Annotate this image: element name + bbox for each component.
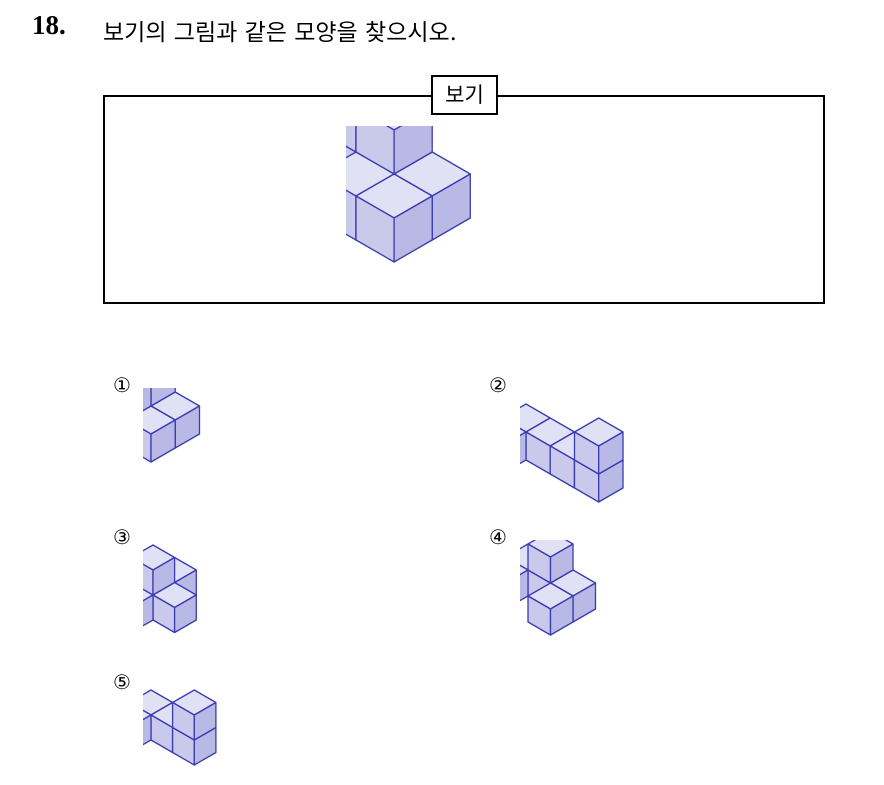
cube-right-face (173, 594, 197, 634)
question-number: 18. (32, 10, 66, 40)
cube-right-face (393, 126, 433, 175)
cube-left-face (346, 126, 357, 153)
cube-right-face (520, 431, 527, 465)
bogi-figure (346, 126, 471, 263)
cube-right-face (143, 714, 152, 746)
cube-right-face (150, 388, 176, 407)
cube-right-face (193, 701, 217, 741)
option-1-figure[interactable] (143, 388, 278, 488)
cube-right-face (549, 595, 574, 636)
bogi-label: 보기 (431, 75, 498, 115)
option-4-label: ④ (489, 525, 507, 549)
option-3-figure[interactable] (143, 540, 283, 645)
question-text: 보기의 그림과 같은 모양을 찾으시오. (103, 20, 457, 46)
cube-top-face (520, 564, 529, 576)
cube-top-face (143, 709, 152, 721)
cube-right-face (150, 419, 176, 463)
cube-right-face (393, 195, 433, 263)
option-4-figure[interactable] (520, 540, 665, 640)
option-5-figure[interactable] (143, 685, 263, 785)
option-1-label: ① (113, 373, 131, 397)
cube-right-face (143, 594, 154, 627)
cube-right-face (598, 431, 624, 475)
option-3-label: ③ (113, 525, 131, 549)
option-5-label: ⑤ (113, 670, 131, 694)
cube-right-face (143, 388, 152, 412)
option-2-figure[interactable] (520, 388, 675, 508)
option-2-label: ② (489, 373, 507, 397)
cube-right-face (152, 556, 176, 596)
cube-right-face (520, 569, 529, 602)
cube-right-face (549, 543, 574, 584)
cube-top-face (520, 427, 527, 437)
